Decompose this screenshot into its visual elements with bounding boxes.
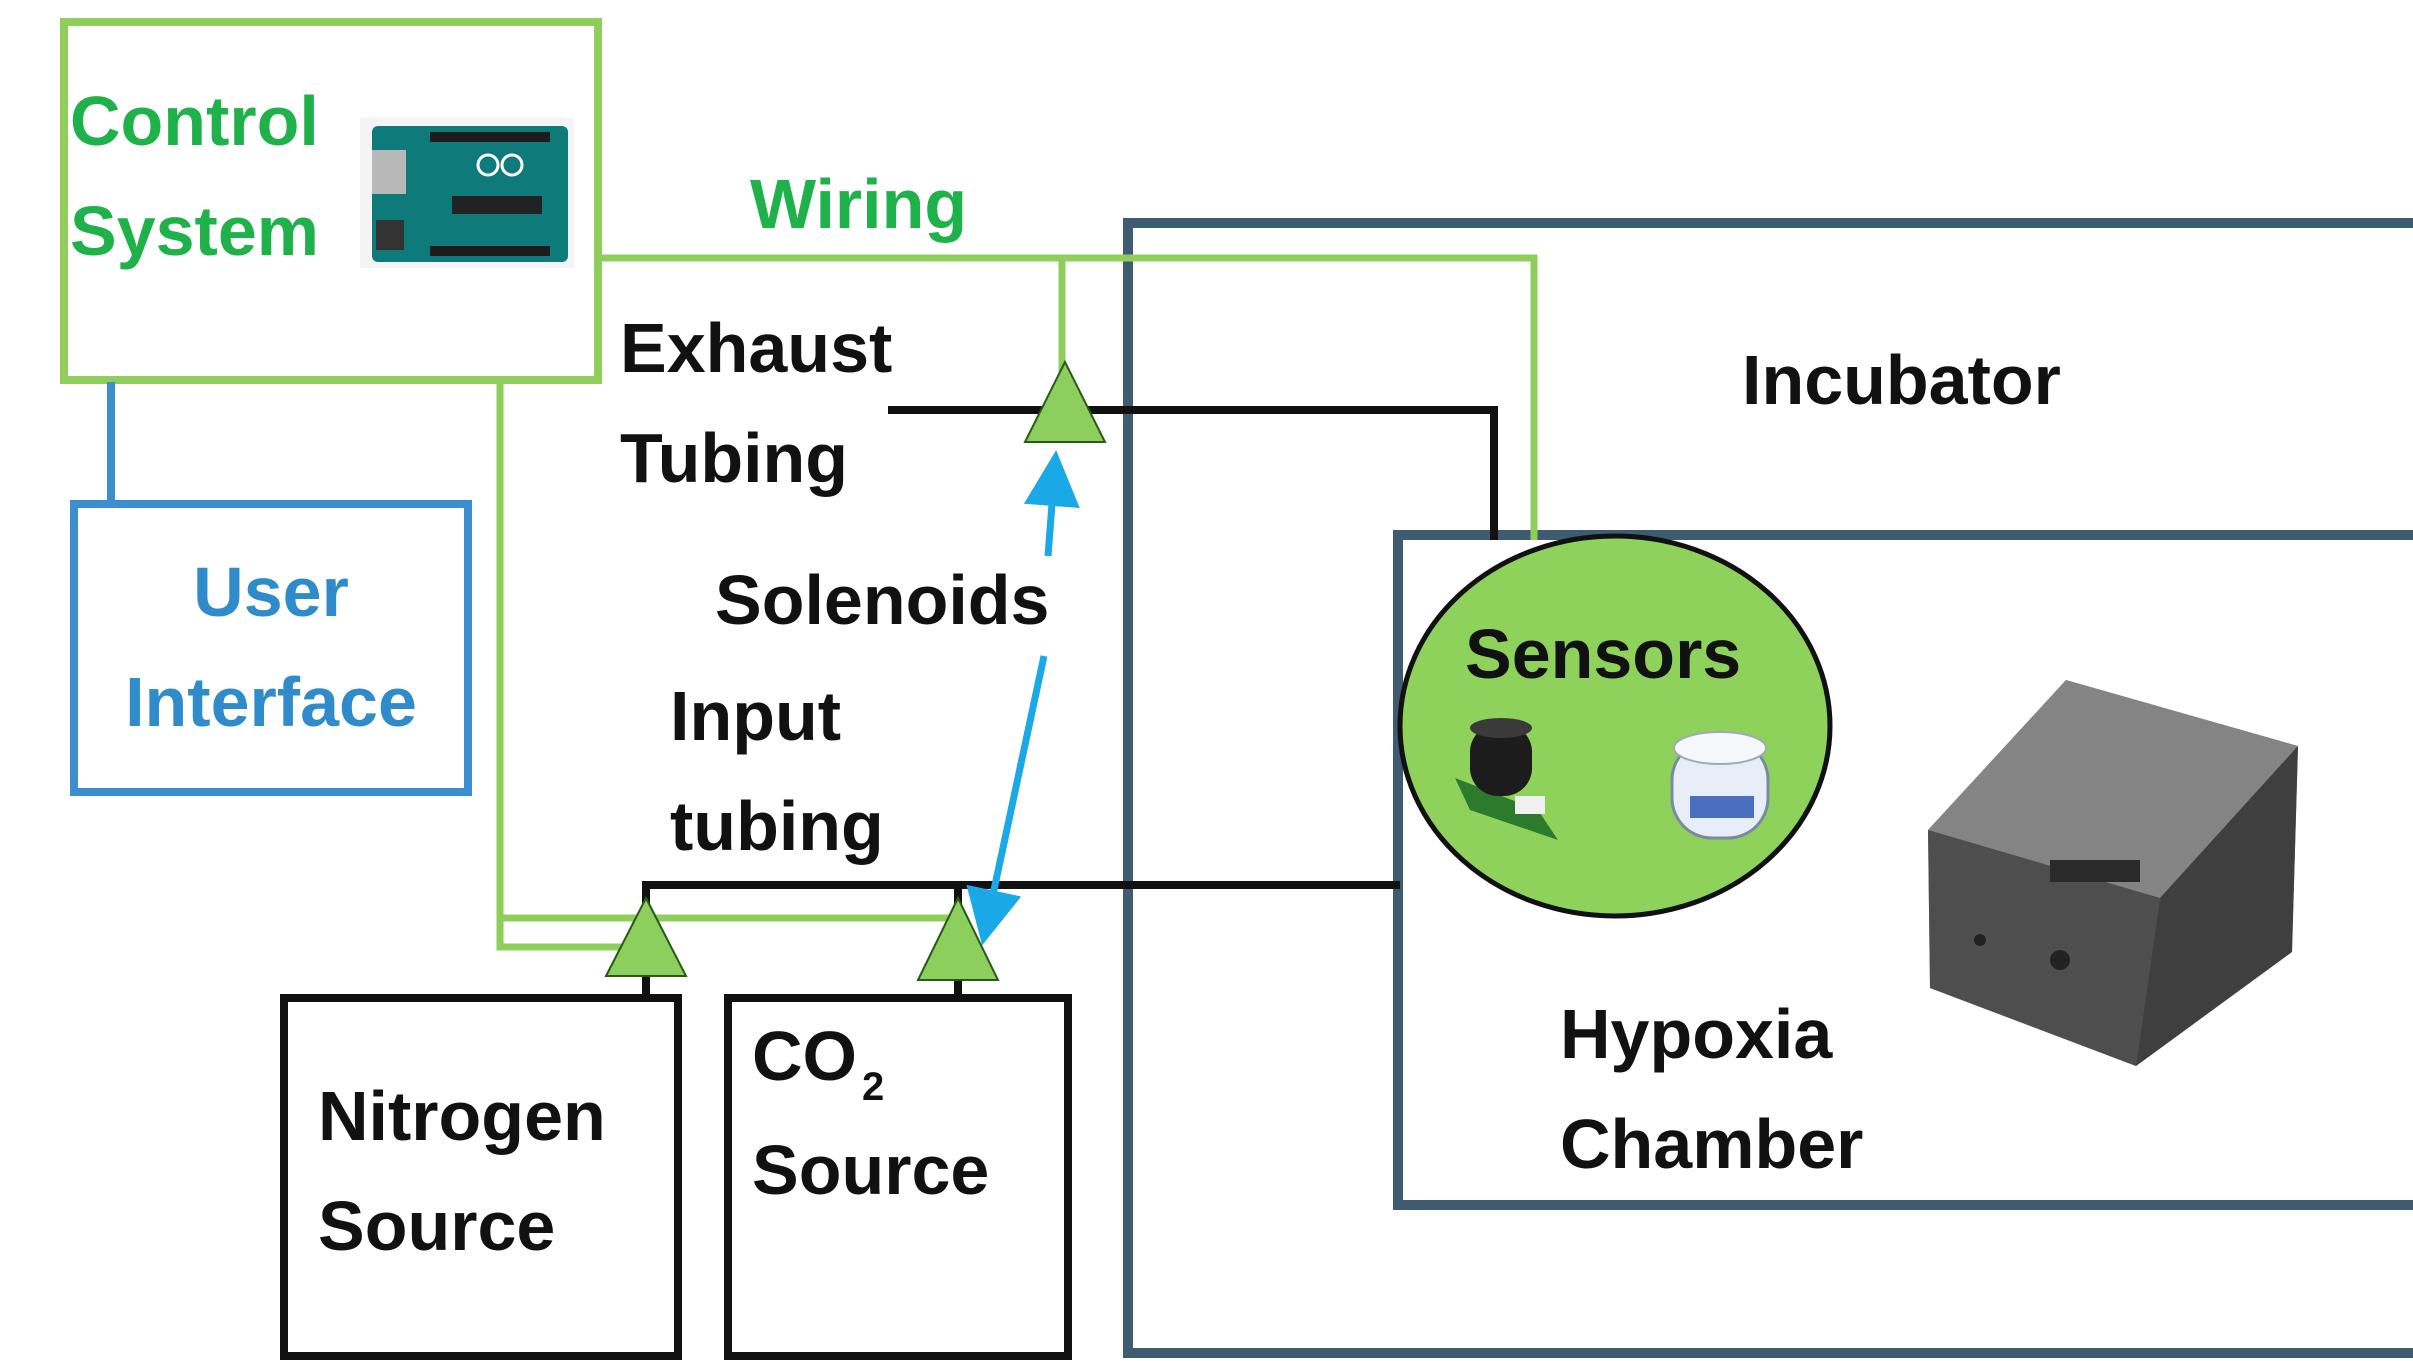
hypoxia-chamber-label-2: Chamber <box>1560 1105 1863 1183</box>
co2-source-label-2: Source <box>752 1131 989 1209</box>
user-interface-box <box>70 500 472 796</box>
input-tubing-label-1: Input <box>670 677 841 755</box>
nitrogen-source-box <box>280 994 682 1360</box>
incubator-box <box>1123 218 2413 1358</box>
arduino-board-icon <box>360 118 574 268</box>
co2-label-sub: 2 <box>862 1065 884 1109</box>
solenoids-label: Solenoids <box>715 561 1049 639</box>
control-system-box <box>60 18 602 384</box>
co2-source-box <box>724 994 1072 1360</box>
nitrogen-solenoid-icon <box>604 895 688 977</box>
sensors-circle <box>1397 533 1833 919</box>
hypoxia-chamber-box-icon <box>1928 680 2298 1066</box>
user-interface-label-2: Interface <box>125 663 417 741</box>
hypoxia-chamber-label-1: Hypoxia <box>1560 995 1833 1073</box>
control-system-label-1: Control <box>70 82 319 160</box>
co2-label-main: CO <box>752 1017 857 1095</box>
input-tubing-label-2: tubing <box>670 787 884 865</box>
gas-sensor-module-icon <box>1455 718 1558 840</box>
wiring-label: Wiring <box>750 165 967 243</box>
solenoid-arrow-up <box>1023 450 1080 557</box>
exhaust-tubing-line <box>888 406 1498 540</box>
hypoxia-chamber-box <box>1393 530 2413 1210</box>
incubator-label: Incubator <box>1742 341 2061 419</box>
co2-solenoid-icon <box>916 895 1000 981</box>
nitrogen-source-label-2: Source <box>318 1187 555 1265</box>
exhaust-tubing-label-1: Exhaust <box>620 309 892 387</box>
exhaust-solenoid-icon <box>1023 359 1107 443</box>
user-interface-label-1: User <box>193 553 349 631</box>
exhaust-tubing-label-2: Tubing <box>620 419 848 497</box>
wiring-line-input-solenoids <box>496 382 640 951</box>
oxygen-sensor-icon <box>1670 731 1770 840</box>
sensors-label: Sensors <box>1465 615 1741 693</box>
control-system-label-2: System <box>70 192 319 270</box>
input-tubing-line <box>642 881 1400 935</box>
nitrogen-source-label-1: Nitrogen <box>318 1077 606 1155</box>
solenoid-arrow-down <box>966 655 1048 946</box>
wiring-line-sensors <box>598 254 1538 540</box>
